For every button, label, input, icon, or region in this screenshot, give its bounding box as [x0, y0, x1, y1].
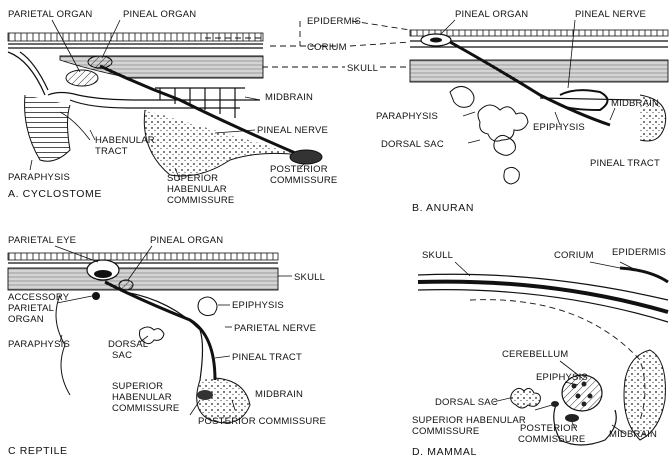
label-d-corium: CORIUM [554, 250, 594, 261]
panel-a-cyclostome: PARIETAL ORGAN PINEAL ORGAN MIDBRAIN HAB… [8, 9, 345, 206]
panel-d-cerebellum [624, 350, 665, 440]
label-d-superior-1: SUPERIOR HABENULAR [412, 415, 526, 426]
panel-b-anuran: PINEAL ORGAN PINEAL NERVE MIDBRAIN PARAP… [376, 9, 668, 214]
label-a-parietal-organ: PARIETAL ORGAN [8, 9, 92, 20]
label-b-pineal-nerve: PINEAL NERVE [575, 9, 646, 20]
panel-c-parietal-nerve [105, 282, 215, 380]
panel-b-skull [410, 60, 668, 82]
label-d-posterior-2: COMMISSURE [518, 434, 585, 445]
label-c-parietal-nerve: PARIETAL NERVE [234, 323, 316, 334]
label-c-dorsal-1: DORSAL [108, 339, 148, 350]
label-b-paraphysis: PARAPHYSIS [376, 111, 438, 122]
label-corium: CORIUM [307, 42, 347, 53]
panel-a-parietal-organ [66, 70, 98, 86]
label-d-skull: SKULL [422, 250, 453, 261]
label-c-pineal-organ: PINEAL ORGAN [150, 235, 223, 246]
label-c-midbrain: MIDBRAIN [255, 389, 303, 400]
label-a-superior-1: SUPERIOR [167, 173, 218, 184]
label-c-epiphysis: EPIPHYSIS [232, 300, 284, 311]
label-d-cerebellum: CEREBELLUM [502, 349, 568, 360]
label-d-superior-2: COMMISSURE [412, 426, 479, 437]
label-c-superior-1: SUPERIOR [112, 381, 163, 392]
panel-d-skull [418, 282, 668, 312]
label-c-dorsal-2: SAC [112, 350, 132, 361]
label-c-skull: SKULL [294, 272, 325, 283]
caption-a: A. CYCLOSTOME [8, 188, 102, 200]
label-c-accessory-3: ORGAN [8, 314, 44, 325]
label-d-epiphysis: EPIPHYSIS [536, 372, 588, 383]
label-a-habenular-2: TRACT [95, 146, 128, 157]
label-b-dorsal-sac: DORSAL SAC [381, 139, 444, 150]
label-c-paraphysis: PARAPHYSIS [8, 339, 70, 350]
panel-c-reptile: PARIETAL EYE PINEAL ORGAN SKULL ACCESSOR… [8, 235, 326, 457]
label-c-parietal-eye: PARIETAL EYE [8, 235, 76, 246]
label-a-superior-2: HABENULAR [167, 184, 227, 195]
label-skull: SKULL [347, 63, 378, 74]
label-c-superior-2: HABENULAR [112, 392, 172, 403]
label-c-accessory-1: ACCESSORY [8, 292, 70, 303]
caption-b: B. ANURAN [412, 202, 474, 214]
label-a-posterior-1: POSTERIOR [270, 164, 328, 175]
label-b-epiphysis: EPIPHYSIS [533, 122, 585, 133]
label-a-habenular-1: HABENULAR [95, 135, 155, 146]
panel-b-dorsal-sac [478, 105, 528, 184]
label-c-pineal-tract: PINEAL TRACT [232, 352, 302, 363]
label-b-midbrain: MIDBRAIN [611, 98, 659, 109]
label-a-pineal-organ: PINEAL ORGAN [123, 9, 196, 20]
label-c-superior-3: COMMISSURE [112, 403, 179, 414]
label-b-pineal-tract: PINEAL TRACT [590, 158, 660, 169]
panel-d-dorsal-sac [511, 388, 541, 408]
panel-c-epiphysis [198, 297, 217, 316]
panel-c-skull [8, 268, 278, 290]
panel-b-paraphysis [450, 86, 474, 107]
label-b-pineal-organ: PINEAL ORGAN [455, 9, 528, 20]
caption-d: D. MAMMAL [412, 446, 477, 458]
label-c-posterior: POSTERIOR COMMISSURE [198, 416, 326, 427]
label-d-epidermis: EPIDERMIS [612, 247, 666, 258]
panel-b-epidermis [410, 30, 668, 36]
panel-a-posterior-commissure [290, 150, 322, 164]
panel-c-accessory-organ [92, 292, 100, 300]
panel-a-midbrain [155, 88, 245, 118]
label-a-superior-3: COMMISSURE [167, 195, 234, 206]
label-a-posterior-2: COMMISSURE [270, 175, 337, 186]
label-d-dorsal-sac: DORSAL SAC [435, 397, 498, 408]
label-a-pineal-nerve: PINEAL NERVE [257, 125, 328, 136]
label-d-posterior-1: POSTERIOR [520, 423, 578, 434]
label-a-midbrain: MIDBRAIN [265, 92, 313, 103]
panel-d-superior-habenular-commissure [551, 401, 559, 407]
label-a-paraphysis: PARAPHYSIS [8, 172, 70, 183]
label-d-midbrain: MIDBRAIN [609, 429, 657, 440]
panel-a-paraphysis [25, 95, 70, 161]
panel-d-epidermis [620, 268, 668, 282]
panel-a-epidermis [8, 33, 263, 41]
label-c-accessory-2: PARIETAL [8, 303, 54, 314]
panel-d-mammal: SKULL CORIUM EPIDERMIS CEREBELLUM EPIPHY… [412, 247, 668, 458]
caption-c: C REPTILE [8, 445, 68, 457]
panel-c-posterior-commissure [197, 390, 213, 400]
panel-d-posterior-commissure [565, 414, 579, 422]
